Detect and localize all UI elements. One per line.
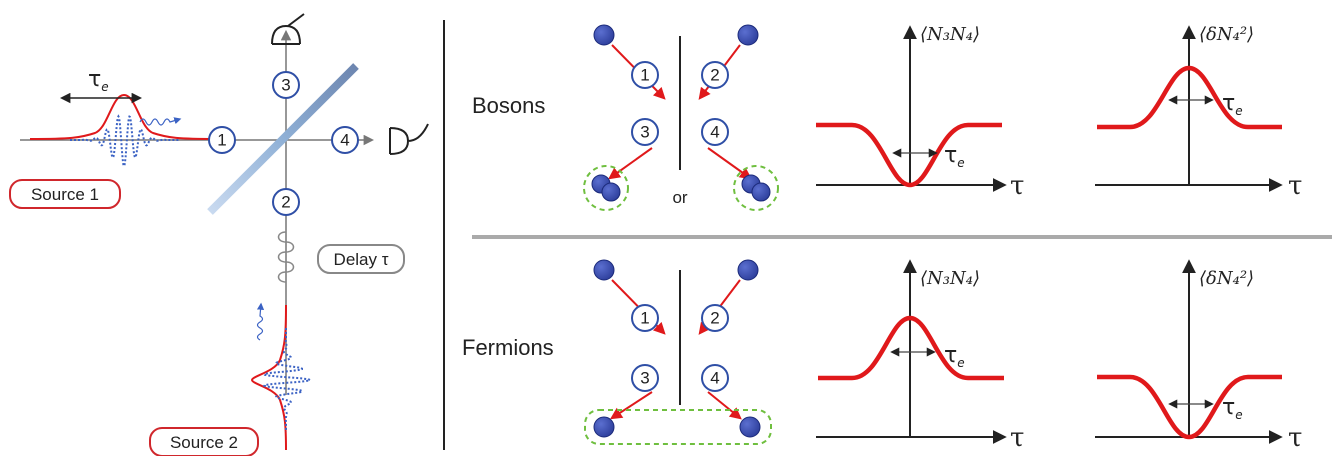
- particle-in-left: [593, 24, 615, 46]
- svg-text:3: 3: [281, 76, 290, 95]
- source1-photon-arrow-icon: [139, 117, 182, 126]
- curve-fermions-n3n4: [818, 315, 1004, 381]
- width-label: τe: [944, 343, 965, 370]
- plot-bosons-n3n4: τe τ ⟨N₃N₄⟩: [816, 24, 1024, 201]
- svg-text:Delay τ: Delay τ: [334, 250, 389, 269]
- scatter-diagram-fermions: 1 2 3 4: [584, 259, 772, 445]
- svg-text:2: 2: [281, 193, 290, 212]
- bunched-group-left: [583, 165, 629, 211]
- particle-in-right: [737, 24, 759, 46]
- width-label: τe: [944, 143, 965, 170]
- row-bosons: Bosons 1 2 3 4 or: [472, 24, 1302, 211]
- or-label: or: [672, 188, 687, 207]
- x-axis-label: τ: [1288, 423, 1302, 453]
- y-axis-label: ⟨δN₄²⟩: [1199, 24, 1254, 45]
- svg-text:Source 1: Source 1: [31, 185, 99, 204]
- row-title-bosons: Bosons: [472, 93, 545, 118]
- left-panel: τe 3 1 4 2 Source 1: [9, 13, 429, 456]
- curve-bosons-dn4: [1097, 65, 1282, 130]
- curve-bosons-n3n4: [816, 122, 1002, 188]
- plot-fermions-dn4: τe τ ⟨δN₄²⟩: [1095, 259, 1302, 453]
- svg-text:4: 4: [340, 131, 349, 150]
- svg-text:3: 3: [640, 123, 649, 142]
- scatter-diagram-bosons: 1 2 3 4 or: [583, 24, 779, 211]
- port-circle-2: 2: [272, 188, 300, 216]
- plot-fermions-n3n4: τe τ ⟨N₃N₄⟩: [816, 259, 1024, 453]
- svg-text:1: 1: [640, 66, 649, 85]
- source1-envelope: [29, 93, 219, 140]
- particle-in-right: [737, 259, 759, 281]
- svg-text:Source 2: Source 2: [170, 433, 238, 452]
- row-title-fermions: Fermions: [462, 335, 554, 360]
- x-axis-label: τ: [1010, 423, 1024, 453]
- x-axis-label: τ: [1010, 171, 1024, 201]
- port-circle-4: 4: [331, 126, 359, 154]
- detector-top-icon: [271, 13, 305, 45]
- antibunched-group: [584, 409, 772, 445]
- width-label: τe: [1222, 91, 1243, 118]
- source1-wavepacket: [70, 114, 180, 169]
- source1-box: Source 1: [9, 179, 121, 209]
- svg-text:2: 2: [710, 66, 719, 85]
- curve-fermions-dn4: [1097, 374, 1282, 440]
- svg-text:1: 1: [640, 309, 649, 328]
- svg-text:1: 1: [217, 131, 226, 150]
- delay-coil-icon: [277, 231, 295, 283]
- plot-bosons-dn4: τe τ ⟨δN₄²⟩: [1095, 24, 1302, 201]
- particle-in-left: [593, 259, 615, 281]
- y-axis-label: ⟨N₃N₄⟩: [920, 24, 980, 45]
- x-axis-label: τ: [1288, 171, 1302, 201]
- svg-text:4: 4: [710, 369, 719, 388]
- width-label: τe: [1222, 395, 1243, 422]
- y-axis-label: ⟨δN₄²⟩: [1199, 268, 1254, 289]
- y-axis-label: ⟨N₃N₄⟩: [920, 268, 980, 289]
- source2-wavepacket: [262, 328, 313, 432]
- tau-e-label: τe: [88, 67, 109, 94]
- detector-right-icon: [389, 123, 429, 155]
- delay-box: Delay τ: [317, 244, 405, 274]
- svg-text:2: 2: [710, 309, 719, 328]
- port-circle-3: 3: [272, 71, 300, 99]
- source2-photon-arrow-icon: [256, 302, 265, 341]
- beam-splitter: [207, 63, 359, 215]
- svg-text:3: 3: [640, 369, 649, 388]
- svg-text:4: 4: [710, 123, 719, 142]
- source2-envelope: [250, 304, 287, 451]
- bunched-group-right: [733, 165, 779, 211]
- port-circle-1: 1: [208, 126, 236, 154]
- row-fermions: Fermions 1 2 3 4 τe τ ⟨N₃N₄⟩: [462, 259, 1302, 453]
- source2-box: Source 2: [149, 427, 259, 456]
